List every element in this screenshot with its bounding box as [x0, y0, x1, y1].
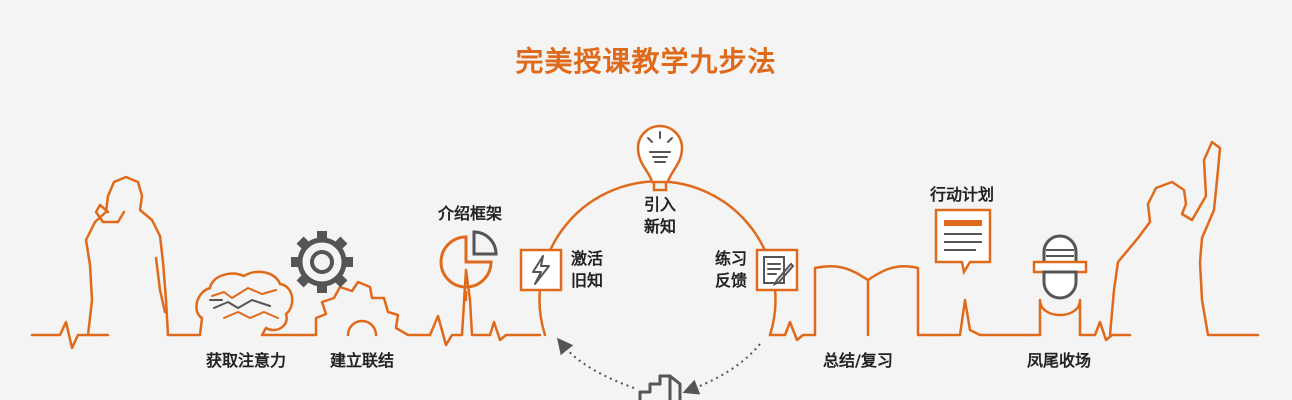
diagram-title: 完美授课教学九步法 — [515, 45, 777, 78]
heartbeat-mid — [428, 268, 542, 347]
gear-bottom-hole — [346, 319, 378, 337]
step-label-framework: 介绍框架 — [438, 204, 503, 223]
pie-chart-icon — [439, 230, 498, 289]
microphone-stand — [1028, 298, 1132, 342]
lightbulb-icon — [636, 124, 684, 192]
step-label-activate: 激活 旧知 — [571, 248, 603, 291]
brain-outline — [166, 270, 302, 337]
baseline-right-2 — [934, 298, 1032, 337]
step-label-connect: 建立联结 — [330, 351, 395, 370]
baseline-right — [768, 264, 938, 342]
thinking-person-arm — [94, 203, 126, 224]
step-label-introduce-line2: 新知 — [644, 216, 677, 236]
brain-icon — [209, 287, 279, 319]
step-label-attention: 获取注意力 — [206, 351, 287, 370]
thinking-person-silhouette — [84, 175, 170, 337]
step-label-activate-line2: 旧知 — [571, 270, 604, 290]
thinking-person-leg — [154, 256, 167, 314]
gears-icon — [291, 231, 353, 293]
document-icon — [934, 208, 992, 276]
gear-bottom — [298, 280, 432, 337]
step-label-practice-line2: 反馈 — [715, 270, 748, 290]
lightning-icon — [519, 248, 563, 292]
step-label-practice-line1: 练习 — [715, 249, 748, 268]
microphone-icon — [1032, 234, 1088, 300]
step-label-action-plan: 行动计划 — [930, 185, 995, 204]
step-label-introduce: 引入 新知 — [644, 194, 676, 237]
step-label-review: 总结/复习 — [823, 351, 893, 370]
dotted-arrow-right — [682, 343, 761, 395]
dotted-arrow-left — [556, 337, 635, 389]
step-label-finale: 凤尾收场 — [1027, 351, 1092, 370]
baseline-left — [30, 320, 110, 350]
step-label-practice: 练习 反馈 — [715, 248, 747, 291]
notepad-pencil-icon — [755, 248, 799, 292]
cheering-person-silhouette — [1108, 140, 1260, 337]
step-label-introduce-line1: 引入 — [644, 195, 677, 214]
step-label-activate-line1: 激活 — [571, 249, 604, 268]
stairs-icon — [638, 374, 682, 400]
